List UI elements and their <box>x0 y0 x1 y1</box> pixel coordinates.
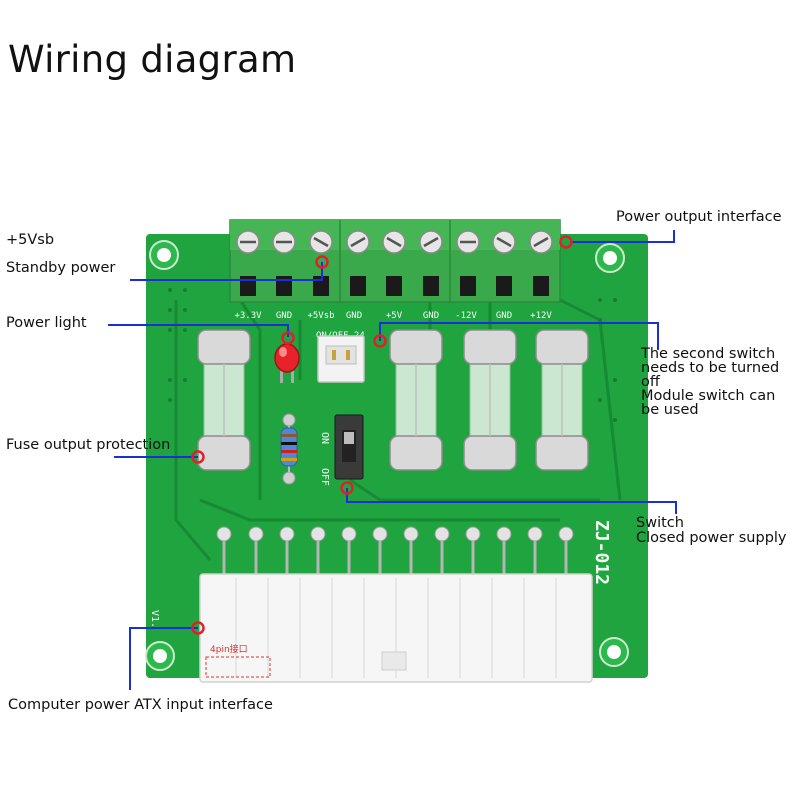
board-version: V1. <box>149 610 160 628</box>
mounting-hole-icon <box>145 240 629 671</box>
page-title: Wiring diagram <box>8 38 297 81</box>
label-closed-supply: Closed power supply <box>636 530 787 546</box>
fuse-icon <box>197 329 251 471</box>
terminal-block <box>229 219 561 303</box>
led-icon <box>274 343 300 383</box>
via-dots <box>168 288 617 422</box>
marker-power-output <box>559 235 573 249</box>
marker-standby <box>315 255 329 269</box>
resistor-icon <box>280 413 298 485</box>
label-vsb: +5Vsb <box>6 232 55 248</box>
fuse-icon <box>535 329 589 471</box>
terminal-label: GND <box>346 311 362 321</box>
marker-power-light <box>281 331 295 345</box>
label-atx: Computer power ATX input interface <box>8 697 273 713</box>
switch-on-label: ON <box>319 432 330 444</box>
terminal-label: -12V <box>455 311 477 321</box>
fuse-icon <box>463 329 517 471</box>
marker-fuse <box>191 450 205 464</box>
slide-switch-icon <box>334 414 364 480</box>
pcb-traces <box>174 298 622 561</box>
terminal-label: GND <box>496 311 512 321</box>
callout-power-output-line <box>570 230 675 243</box>
callout-switch-line <box>346 488 677 514</box>
callout-second-switch-line <box>379 322 659 350</box>
terminal-label: +5Vsb <box>307 311 334 321</box>
callout-markers <box>191 235 573 635</box>
switch-header-connector <box>317 335 365 383</box>
callout-atx-line <box>129 627 198 690</box>
label-standby: Standby power <box>6 260 116 276</box>
label-second-switch: The second switch needs to be turned off <box>641 346 780 390</box>
marker-switch <box>340 481 354 495</box>
fuse-icon <box>389 329 443 471</box>
pin-note: 4pin接口 <box>210 643 248 655</box>
terminal-label: +12V <box>530 311 552 321</box>
label-module-switch: Module switch can be used <box>641 388 776 418</box>
terminal-labels: +3.3V GND +5Vsb GND +5V GND -12V GND +12… <box>234 311 552 321</box>
label-power-light: Power light <box>6 315 87 331</box>
terminal-label: GND <box>276 311 292 321</box>
terminal-label: +5V <box>386 311 403 321</box>
terminal-label: +3.3V <box>234 311 262 321</box>
terminal-label: GND <box>423 311 439 321</box>
marker-second-switch <box>373 334 387 348</box>
marker-atx <box>191 621 205 635</box>
screw-icon <box>236 230 553 254</box>
label-fuse: Fuse output protection <box>6 437 171 453</box>
label-power-output: Power output interface <box>616 209 782 225</box>
board-model: ZJ-012 <box>591 520 612 585</box>
label-switch: Switch <box>636 515 684 531</box>
switch-off-label: OFF <box>319 468 330 486</box>
atx-connector <box>199 573 593 683</box>
